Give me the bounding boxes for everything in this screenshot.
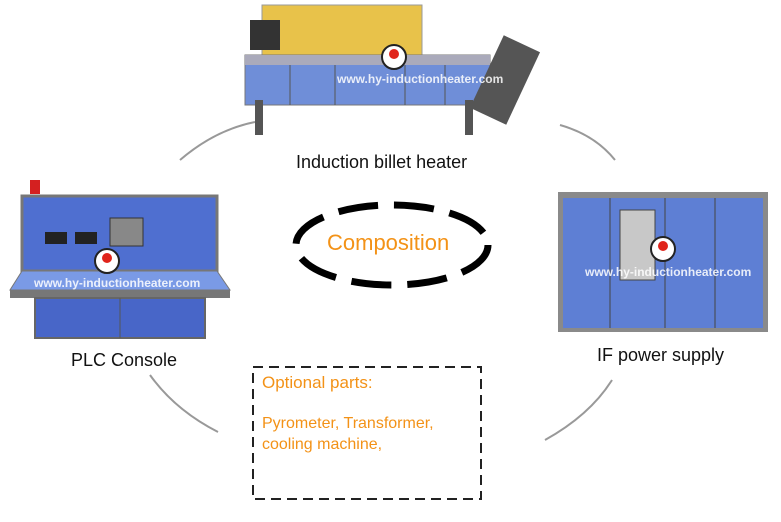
label-if-power-supply: IF power supply — [597, 345, 725, 365]
watermark-billet-heater: www.hy-inductionheater.com — [337, 72, 504, 86]
watermark-plc-console: www.hy-inductionheater.com — [34, 276, 201, 290]
label-billet-heater: Induction billet heater — [296, 152, 468, 172]
brand-logo-icon — [650, 236, 676, 262]
label-plc-console: PLC Console — [71, 350, 178, 370]
arc-bottom-left — [149, 374, 219, 433]
if-power-supply-image — [558, 192, 768, 332]
optional-parts-line-1: Pyrometer, Transformer, — [262, 415, 434, 432]
arc-bottom-right — [544, 379, 613, 441]
optional-parts-box — [252, 366, 482, 500]
billet-heater-image — [244, 4, 541, 135]
optional-parts-line-2: cooling machine, — [262, 436, 383, 453]
watermark-if-power-supply: www.hy-inductionheater.com — [585, 265, 752, 279]
plc-console-image — [9, 180, 231, 339]
brand-logo-icon — [381, 44, 407, 70]
composition-ellipse — [292, 201, 492, 289]
arc-top-right — [559, 124, 616, 161]
brand-logo-icon — [94, 248, 120, 274]
composition-title: Composition — [327, 230, 450, 255]
optional-parts-title: Optional parts: — [262, 373, 373, 392]
arc-top-left — [179, 121, 256, 161]
